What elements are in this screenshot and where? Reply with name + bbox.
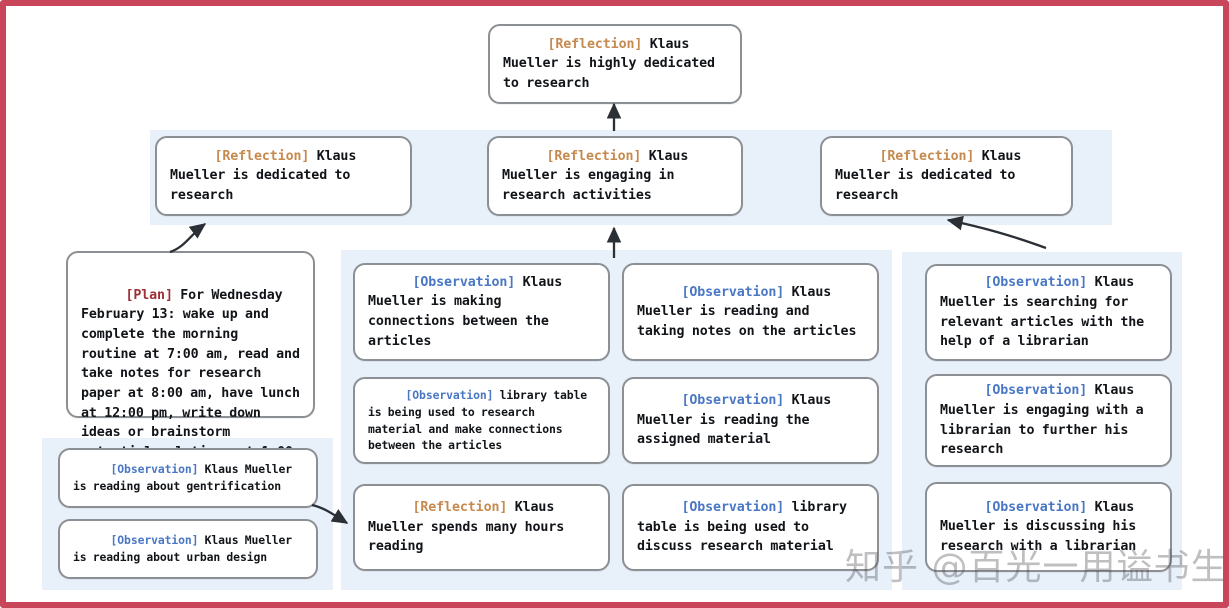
tag-observation: [Observation] [405,388,494,403]
node-col4-observation-2[interactable]: [Observation] Klaus Mueller is engaging … [925,374,1172,467]
node-observation-left-1[interactable]: [Observation] Klaus Mueller is reading a… [58,448,318,508]
node-body: Klaus Mueller is dedicated to research [170,148,364,203]
node-body: Klaus Mueller is dedicated to research [835,148,1029,203]
node-text: [Observation] library table is being use… [368,371,595,470]
node-observation-left-2[interactable]: [Observation] Klaus Mueller is reading a… [58,519,318,579]
node-body: Klaus Mueller is reading about gentrific… [73,462,299,493]
node-mid-reflection-left[interactable]: [Reflection] Klaus Mueller is dedicated … [155,136,412,216]
node-body: Klaus Mueller is highly dedicated to res… [503,36,723,91]
node-mid-reflection-center[interactable]: [Reflection] Klaus Mueller is engaging i… [487,136,743,216]
node-text: [Observation] Klaus Mueller is making co… [368,253,595,371]
node-text: [Reflection] Klaus Mueller is dedicated … [835,127,1058,225]
node-mid-reflection-right[interactable]: [Reflection] Klaus Mueller is dedicated … [820,136,1073,216]
tag-observation: [Observation] [984,499,1088,515]
tag-observation: [Observation] [110,533,199,548]
node-body: Klaus Mueller is reading and taking note… [637,284,857,339]
node-body: Klaus Mueller is searching for relevant … [940,275,1152,350]
tag-observation: [Observation] [412,274,516,290]
node-col3-observation-2[interactable]: [Observation] Klaus Mueller is reading t… [622,377,879,464]
node-body: Klaus Mueller is reading about urban des… [73,533,299,564]
node-text: [Observation] library table is being use… [637,478,864,576]
node-body: Klaus Mueller is engaging with a librari… [940,383,1151,458]
tag-reflection: [Reflection] [412,500,508,515]
arrow-plan-to-left-reflection [169,223,207,254]
node-body: Klaus Mueller is making connections betw… [368,274,570,349]
node-text: [Observation] Klaus Mueller is engaging … [940,361,1157,479]
node-body: library table is being used to discuss r… [637,500,855,555]
tag-observation: [Observation] [681,500,785,515]
tag-observation: [Observation] [110,462,199,477]
tag-observation: [Observation] [681,393,785,408]
node-text: [Observation] Klaus Mueller is reading a… [73,445,303,511]
node-text: [Observation] Klaus Mueller is reading a… [73,516,303,582]
node-body: Klaus Mueller is discussing his research… [940,499,1144,554]
tag-observation: [Observation] [681,284,785,300]
node-col3-observation-1[interactable]: [Observation] Klaus Mueller is reading a… [622,263,879,361]
node-col2-observation-1[interactable]: [Observation] Klaus Mueller is making co… [353,263,610,361]
tag-observation: [Observation] [984,275,1088,291]
node-text: [Reflection] Klaus Mueller spends many h… [368,478,595,576]
tag-reflection: [Reflection] [547,36,643,52]
node-col2-reflection[interactable]: [Reflection] Klaus Mueller spends many h… [353,484,610,571]
node-text: [Observation] Klaus Mueller is reading t… [637,371,864,469]
node-body: Klaus Mueller spends many hours reading [368,500,572,555]
node-text: [Observation] Klaus Mueller is reading a… [637,263,864,361]
tag-plan: [Plan] [125,287,173,303]
node-col4-observation-3[interactable]: [Observation] Klaus Mueller is discussin… [925,482,1172,572]
node-body: Klaus Mueller is reading the assigned ma… [637,393,839,448]
node-text: [Reflection] Klaus Mueller is engaging i… [502,127,728,225]
node-col3-observation-3[interactable]: [Observation] library table is being use… [622,484,879,571]
node-text: [Reflection] Klaus Mueller is dedicated … [170,127,397,225]
node-body: library table is being used to research … [368,388,594,453]
tag-reflection: [Reflection] [546,148,642,164]
node-plan[interactable]: [Plan] For Wednesday February 13: wake u… [66,251,315,480]
tag-observation: [Observation] [984,383,1088,399]
node-body: Klaus Mueller is engaging in research ac… [502,148,696,203]
node-text: [Observation] Klaus Mueller is discussin… [940,478,1157,576]
node-root-reflection[interactable]: [Reflection] Klaus Mueller is highly ded… [488,24,742,104]
tag-reflection: [Reflection] [214,148,310,164]
tag-reflection: [Reflection] [879,148,975,164]
node-text: [Observation] Klaus Mueller is searching… [940,253,1157,371]
node-col4-observation-1[interactable]: [Observation] Klaus Mueller is searching… [925,264,1172,361]
node-text: [Reflection] Klaus Mueller is highly ded… [503,15,727,113]
node-col2-observation-2[interactable]: [Observation] library table is being use… [353,377,610,464]
